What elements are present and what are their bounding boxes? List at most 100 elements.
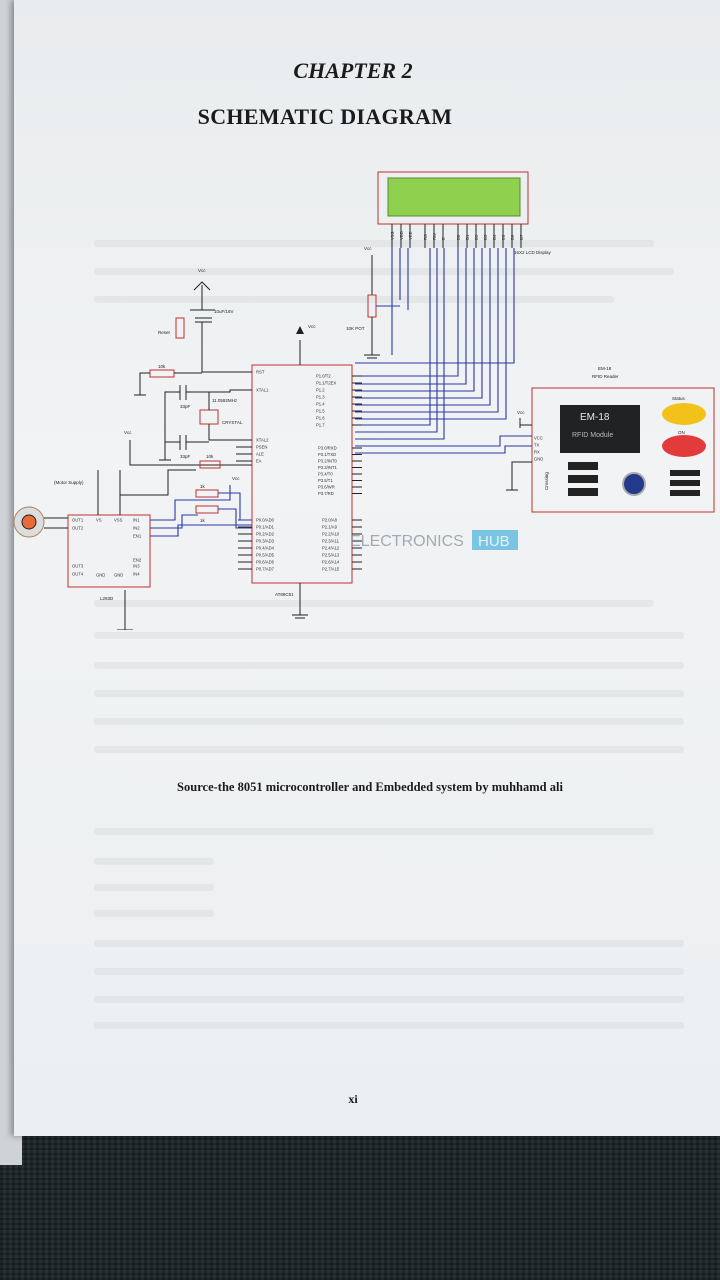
bleed-through-line <box>94 858 214 865</box>
crystal-freq-label: 11.0592MHz <box>212 398 238 403</box>
driver-pin-label: OUT3 <box>72 564 84 569</box>
bleed-through-line <box>94 884 214 891</box>
driver-pin-label: IN4 <box>133 572 140 577</box>
bleed-through-line <box>94 940 684 947</box>
mcu-pin-label: P3.6/WR <box>318 485 335 490</box>
mcu-pin-label: P2.0/A8 <box>322 518 338 523</box>
mcu-pin-label: P3.0/RXD <box>318 446 337 451</box>
res-10k-label-2: 10k <box>206 454 214 459</box>
rfid-pin-label: TX <box>534 443 540 448</box>
dc-motor <box>13 506 68 538</box>
rfid-subtitle: RFID Reader <box>592 374 619 379</box>
mcu-pin-label: P1.6 <box>316 416 325 421</box>
bleed-through-line <box>94 1022 684 1029</box>
mcu-pin-label: P3.1/TXD <box>318 452 336 457</box>
mcu-pin-label: XTAL1 <box>256 388 269 393</box>
mcu-pin-label: P3.7/RD <box>318 491 334 496</box>
pot-label: 10K POT <box>346 326 365 331</box>
rfid-pin-label: VCC <box>534 436 543 441</box>
mcu-pin-label: P0.2/AD2 <box>256 532 275 537</box>
res-1k-label-2: 1k <box>200 518 206 523</box>
rfid-header <box>670 470 700 496</box>
page-number: xi <box>348 1092 358 1106</box>
bleed-through-line <box>94 240 654 247</box>
mcu-pin-label: P2.4/A12 <box>322 546 340 551</box>
watermark-badge: HUB <box>478 533 510 550</box>
rfid-module-sub: RFID Module <box>572 432 613 439</box>
mcu-pin-label: P2.7/A15 <box>322 567 340 572</box>
mcu-pin-label: P0.4/AD4 <box>256 546 275 551</box>
buzzer <box>622 472 646 496</box>
driver-power-label: VS <box>96 518 102 523</box>
bleed-through-line <box>94 746 684 753</box>
bleed-through-line <box>94 662 684 669</box>
ea-vcc-label: Vcc <box>124 430 132 435</box>
potentiometer: Vcc 10K POT <box>346 246 400 359</box>
mcu-pin-label: P1.5 <box>316 409 325 414</box>
rfid-pin-label: RX <box>534 450 540 455</box>
mcu-pin-label: P1.3 <box>316 395 325 400</box>
bleed-through-line <box>94 296 614 303</box>
mcu-pin-label: P0.6/AD6 <box>256 560 275 565</box>
reset-label: Reset <box>158 330 171 335</box>
reset-circuit: Vcc 10uF/16V Reset 10k <box>134 268 252 396</box>
driver-pin-label: IN2 <box>133 526 140 531</box>
rfid-reader: EM-18 RFID Reader EM-18 RFID Module Stat… <box>355 366 715 513</box>
driver-label: L293D <box>100 596 114 601</box>
bleed-through-line <box>94 910 214 917</box>
lcd-screen <box>387 177 521 217</box>
mcu-pin-label: P2.1/A9 <box>322 525 338 530</box>
rfid-transistors <box>568 462 598 496</box>
watermark-text: ELECTRONICS <box>350 533 464 550</box>
bleed-through-line <box>94 718 684 725</box>
on-led <box>662 435 706 457</box>
mcu-pin-label: P1.2 <box>316 388 325 393</box>
desk-texture <box>0 1125 720 1280</box>
mcu-pin-label: P0.7/AD7 <box>256 567 275 572</box>
mcu-pin-label: P0.3/AD3 <box>256 539 275 544</box>
rfid-module-name: EM-18 <box>580 412 610 423</box>
driver-pin-label: EN1 <box>133 534 142 539</box>
crystal-label: CRYSTAL <box>222 420 243 425</box>
mcu-pin-label: P0.5/AD5 <box>256 553 275 558</box>
driver-pin-label: OUT4 <box>72 572 84 577</box>
section-title: SCHEMATIC DIAGRAM <box>197 104 453 129</box>
mcu-pin-label: P1.4 <box>316 402 325 407</box>
mcu-pin-label: P2.3/A11 <box>322 539 340 544</box>
bleed-through-line <box>94 968 684 975</box>
driver-pin-label: EN2 <box>133 558 142 563</box>
bleed-through-line <box>94 632 684 639</box>
desk-background <box>0 1125 720 1280</box>
mcu-vcc-label: Vcc <box>308 324 316 329</box>
mcu-pin-label: P2.6/A14 <box>322 560 340 565</box>
bleed-through-line <box>94 828 654 835</box>
bleed-through-line <box>94 690 684 697</box>
driver-power-label: GND <box>114 573 123 578</box>
cap-10uf-label: 10uF/16V <box>214 309 234 314</box>
lcd-wires <box>355 248 515 440</box>
mcu-pin-label: P2.2/A10 <box>322 532 340 537</box>
mcu-pin-label: P1.7 <box>316 423 325 428</box>
driver-pin-label: OUT1 <box>72 518 84 523</box>
mcu-pin-label: PSEN <box>256 445 267 450</box>
mcu-label: AT89C51 <box>275 592 294 597</box>
mcu-pin-label: P3.3/INT1 <box>318 465 338 470</box>
res-vcc-label: Vcc <box>232 476 240 481</box>
mcu-pin-label: P3.2/INT0 <box>318 459 338 464</box>
lcd-label: 16X2 LCD Display <box>514 250 552 255</box>
status-led <box>662 403 706 425</box>
rfid-side-label: Crossing <box>544 472 549 490</box>
rfid-title: EM-18 <box>598 366 612 371</box>
cap-33pf-label: 33pF <box>180 404 191 409</box>
mcu-pin-label: P0.1/AD1 <box>256 525 275 530</box>
mcu-pin-label: P1.1/T2EX <box>316 381 336 386</box>
rfid-vcc-label: Vcc <box>517 410 525 415</box>
mcu-pin-label: EA <box>256 459 262 464</box>
crystal-circuit: 33pF 11.0592MHz CRYSTAL 33pF Vcc 10k <box>124 385 252 469</box>
driver-power-label: VSS <box>114 518 123 523</box>
mcu-pin-label: P2.5/A13 <box>322 553 340 558</box>
